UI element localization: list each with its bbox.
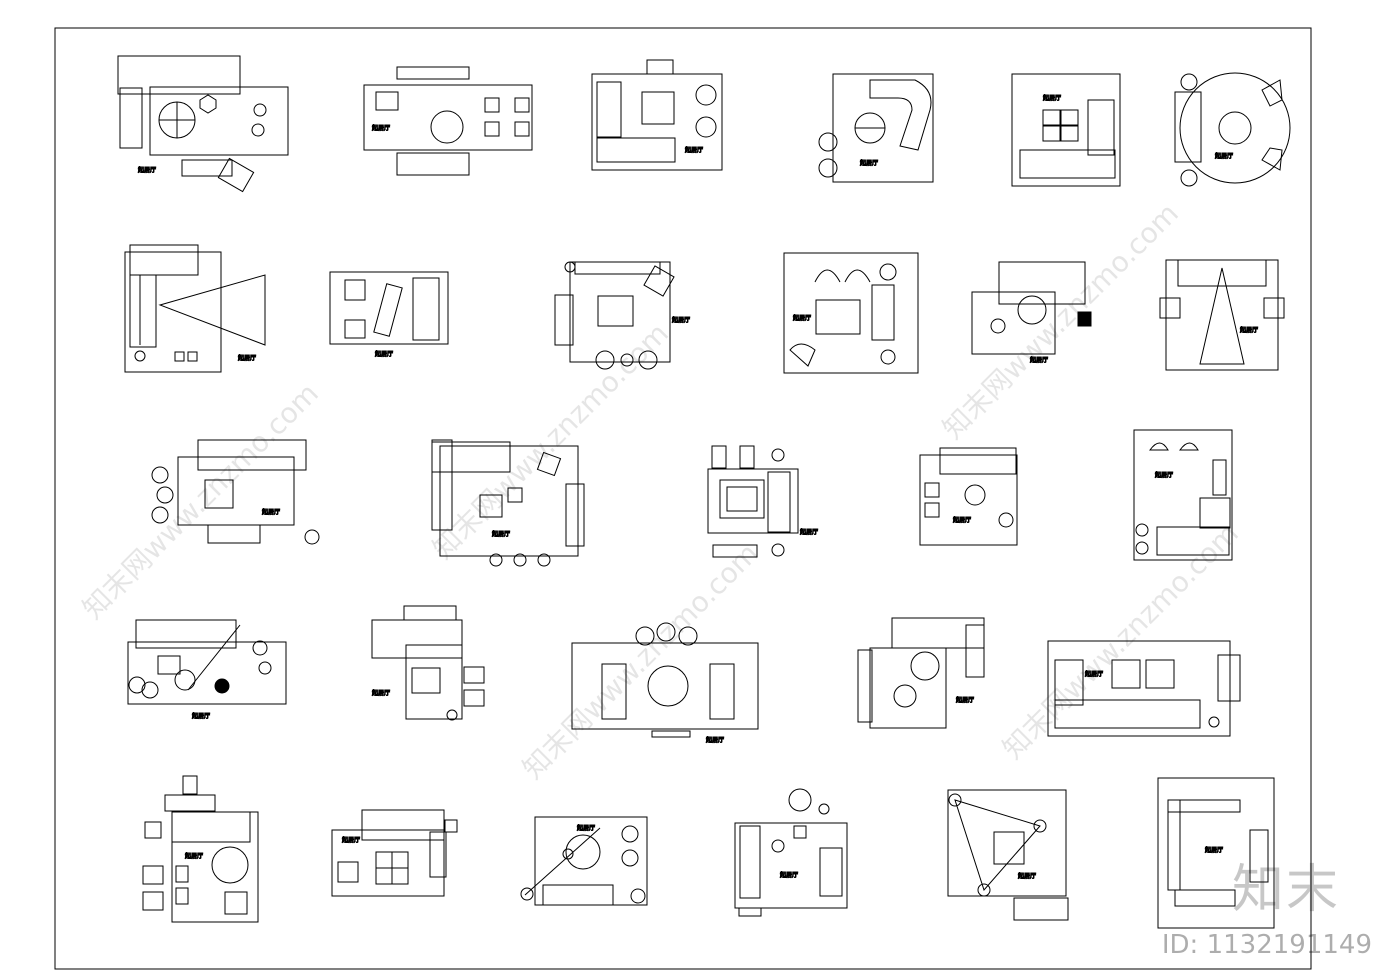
floor-plan-22: 起居厅	[1047, 640, 1241, 737]
plan-label: 起居厅	[953, 516, 971, 524]
floor-plan-26: 起居厅	[734, 788, 848, 917]
plan-label: 起居厅	[1155, 471, 1173, 479]
plan-label: 起居厅	[185, 852, 203, 860]
plan-label: 起居厅	[372, 124, 390, 132]
watermark-id: ID: 1132191149	[1161, 930, 1372, 960]
floor-plan-8: 起居厅	[329, 271, 449, 359]
plan-label: 起居厅	[1205, 846, 1223, 854]
plan-label: 起居厅	[1030, 356, 1048, 364]
plan-label: 起居厅	[342, 836, 360, 844]
floor-plan-23: 起居厅	[142, 775, 259, 923]
floor-plan-27: 起居厅	[947, 789, 1069, 921]
plan-label: 起居厅	[192, 712, 210, 720]
floor-plan-2: 起居厅	[363, 66, 533, 176]
plan-label: 起居厅	[372, 689, 390, 697]
watermark-logo: 知末	[1231, 860, 1340, 920]
plan-label: 起居厅	[1215, 152, 1233, 160]
plan-label: 起居厅	[800, 528, 818, 536]
floor-plan-28: 起居厅	[1157, 777, 1275, 929]
floor-plan-1: 起居厅	[117, 55, 289, 193]
floor-plan-12: 起居厅	[1159, 259, 1285, 371]
floor-plan-13: 起居厅	[151, 439, 320, 545]
floor-plan-7: 起居厅	[124, 244, 266, 373]
floor-plan-25: 起居厅	[520, 816, 648, 906]
floor-plan-17: 起居厅	[1133, 429, 1233, 561]
plan-label: 起居厅	[793, 314, 811, 322]
plan-label: 起居厅	[1043, 94, 1061, 102]
floor-plan-19: 起居厅	[371, 605, 485, 721]
floor-plan-20: 起居厅	[571, 622, 759, 745]
plan-label: 起居厅	[1085, 670, 1103, 678]
plan-label: 起居厅	[577, 824, 595, 832]
floor-plan-21: 起居厅	[857, 617, 985, 729]
plan-label: 起居厅	[492, 530, 510, 538]
floor-plan-10: 起居厅	[783, 252, 919, 374]
floor-plan-11: 起居厅	[971, 261, 1092, 365]
plan-label: 起居厅	[1240, 326, 1258, 334]
plan-label: 起居厅	[956, 696, 974, 704]
floor-plan-4: 起居厅	[818, 73, 934, 183]
plan-label: 起居厅	[780, 871, 798, 879]
floor-plan-18: 起居厅	[127, 619, 287, 721]
floor-plan-5: 起居厅	[1011, 73, 1121, 187]
plan-label: 起居厅	[262, 508, 280, 516]
plan-label: 起居厅	[1018, 872, 1036, 880]
plan-label: 起居厅	[238, 354, 256, 362]
floor-plan-16: 起居厅	[919, 447, 1018, 546]
floor-plan-6: 起居厅	[1174, 72, 1291, 187]
plan-label: 起居厅	[138, 166, 156, 174]
plan-label: 起居厅	[706, 736, 724, 744]
sheet-border	[54, 27, 1312, 970]
plan-label: 起居厅	[685, 146, 703, 154]
floor-plan-24: 起居厅	[331, 809, 458, 897]
floor-plan-14: 起居厅	[431, 439, 585, 567]
plan-label: 起居厅	[375, 350, 393, 358]
floor-plan-15: 起居厅	[707, 445, 819, 558]
plan-label: 起居厅	[860, 159, 878, 167]
floor-plan-9: 起居厅	[554, 261, 691, 370]
floor-plan-3: 起居厅	[591, 59, 723, 171]
plan-label: 起居厅	[672, 316, 690, 324]
